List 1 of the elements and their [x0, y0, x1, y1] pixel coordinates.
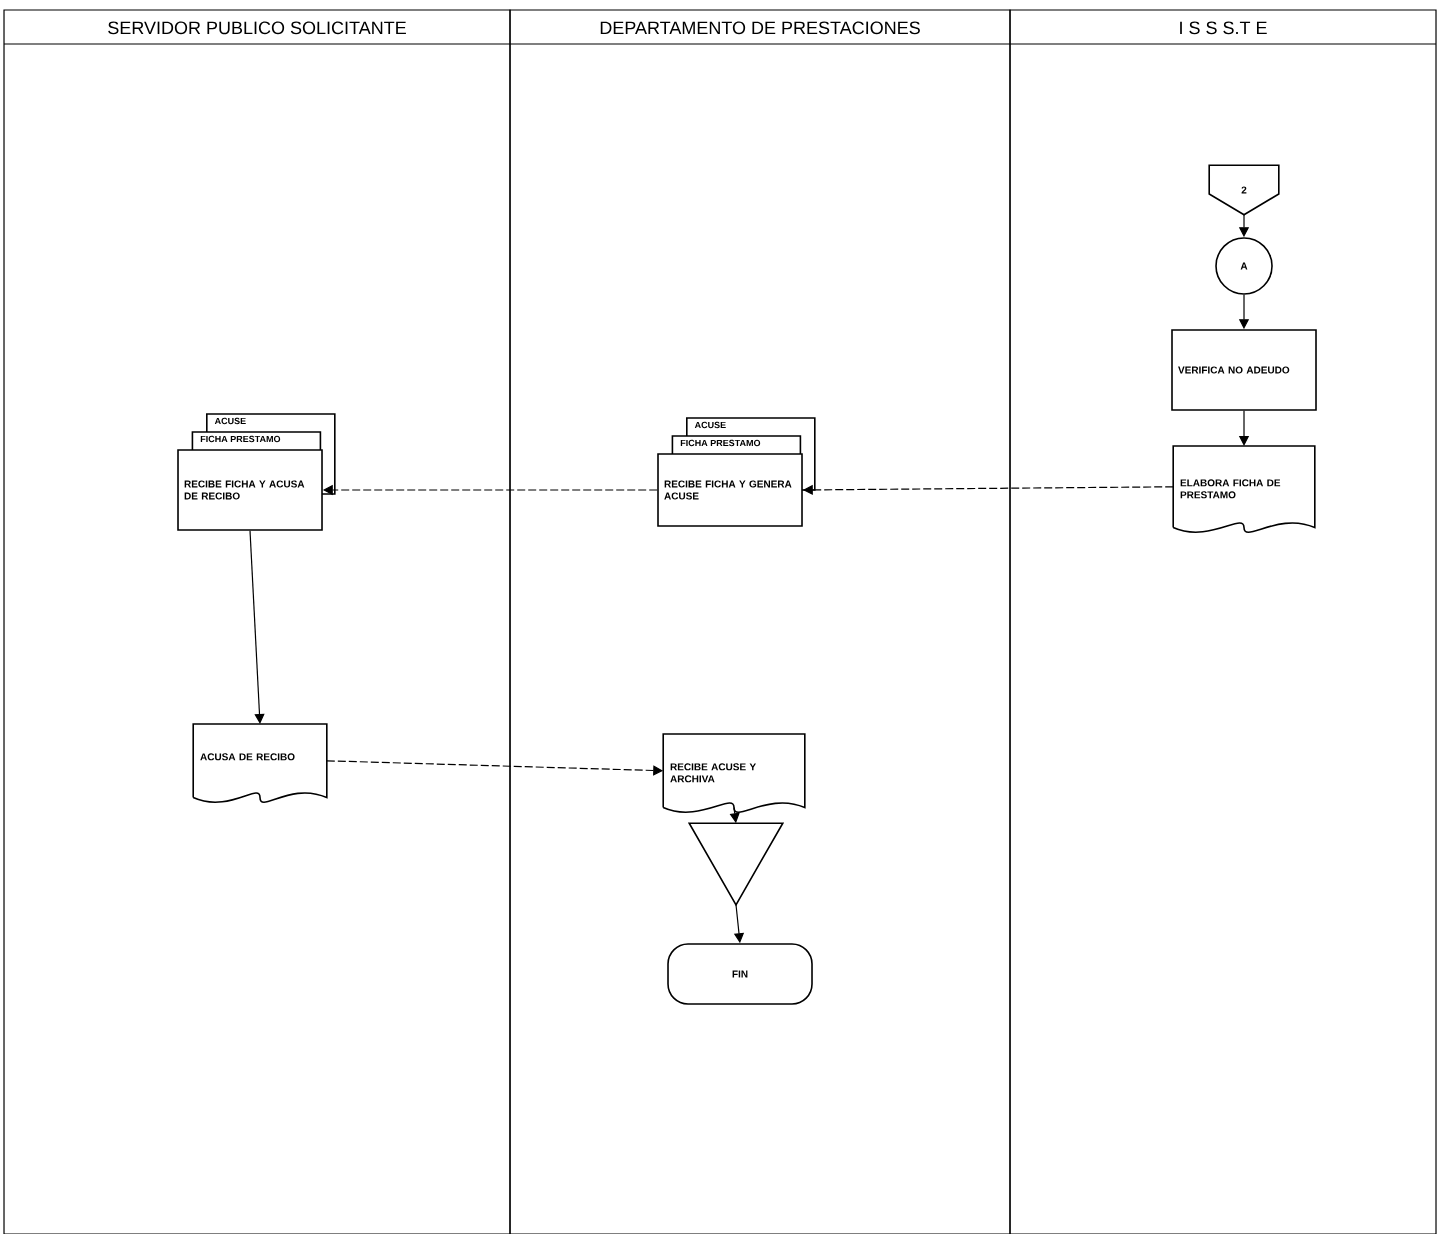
arrow — [249, 530, 265, 724]
